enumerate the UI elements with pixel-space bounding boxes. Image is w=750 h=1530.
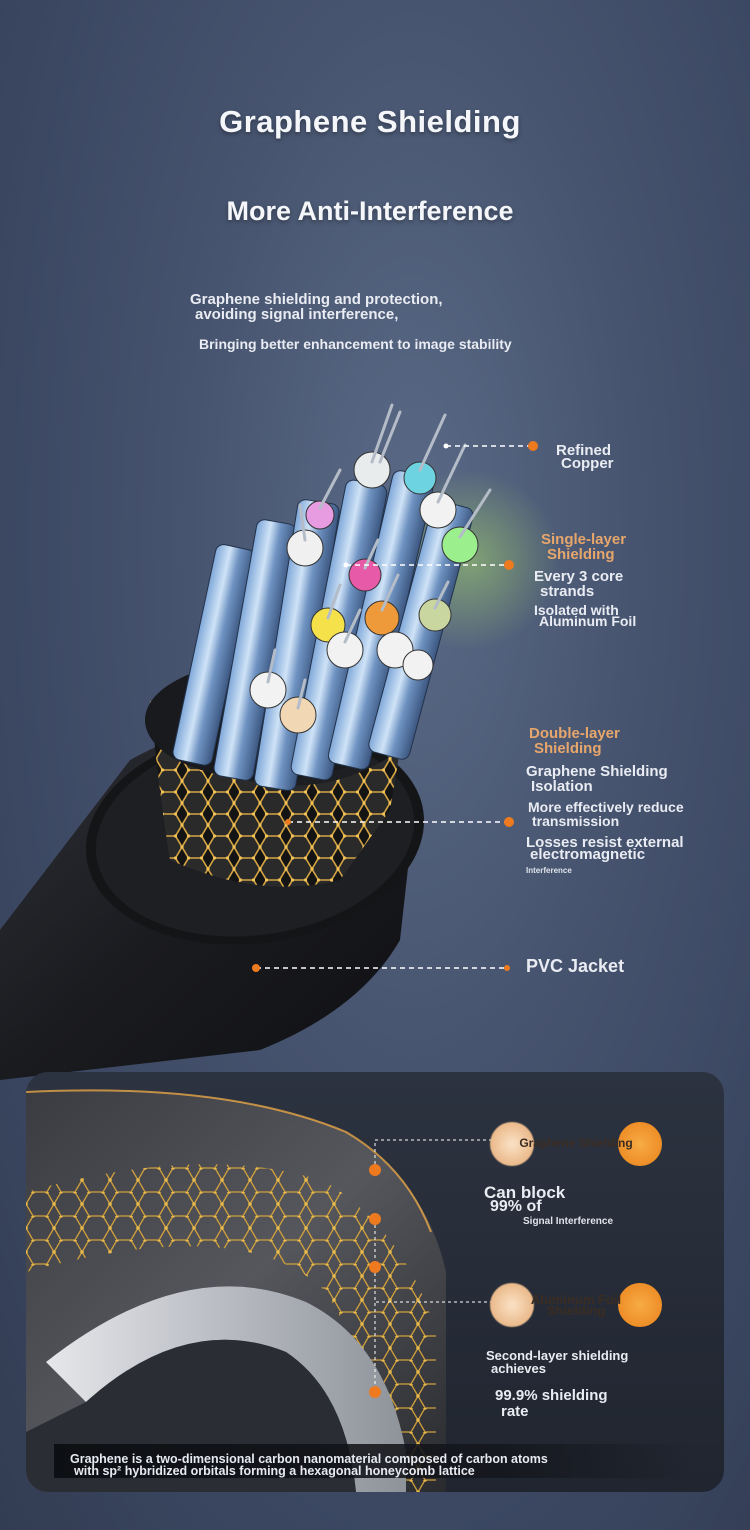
single-layer-desc-2: strands <box>540 583 595 600</box>
double-layer-desc-4: transmission <box>532 813 620 829</box>
second-layer-line-2: achieves <box>491 1361 546 1376</box>
double-layer-desc-2: Isolation <box>531 778 593 795</box>
double-layer-title-1: Double-layer <box>529 725 620 742</box>
double-layer-desc-3: More effectively reduce <box>528 799 684 815</box>
single-layer-title-1: Single-layer <box>541 531 627 548</box>
refined-copper-label-1: Refined <box>556 442 612 459</box>
footer-backdrop <box>54 1444 694 1478</box>
pvc-jacket-label: PVC Jacket <box>526 956 625 976</box>
graphene-shielding-pill-label: Graphene Shielding <box>519 1136 633 1150</box>
double-layer-title-2: Shielding <box>534 740 602 757</box>
shielding-rate-line-1: 99.9% shielding <box>495 1387 608 1404</box>
graphene-detail-panel: Graphene Shielding Can block 99% of Sign… <box>26 1072 724 1492</box>
refined-copper-label-2: Copper <box>561 455 614 472</box>
can-block-line-1: Can block <box>484 1183 566 1202</box>
single-layer-desc-3: Isolated with <box>534 602 619 618</box>
aluminum-foil-pill: Aluminum Foil Shielding <box>490 1283 662 1327</box>
single-layer-title-2: Shielding <box>547 546 615 563</box>
page-title: Graphene Shielding <box>219 104 521 139</box>
double-layer-desc-6: electromagnetic <box>530 846 646 863</box>
cable-cross-section-illustration <box>0 403 560 1080</box>
double-layer-desc-7: Interference <box>526 866 572 875</box>
footer-line-1: Graphene is a two-dimensional carbon nan… <box>70 1452 548 1466</box>
double-layer-desc-5: Losses resist external <box>526 834 684 851</box>
intro-line-3: Bringing better enhancement to image sta… <box>199 336 512 352</box>
shielding-rate-line-2: rate <box>501 1403 529 1420</box>
page-subtitle: More Anti-Interference <box>226 196 514 226</box>
intro-line-2: avoiding signal interference, <box>195 306 399 323</box>
aluminum-foil-pill-label-2: Shielding <box>546 1303 606 1318</box>
aluminum-foil-pill-label-1: Aluminum Foil <box>530 1292 622 1307</box>
single-layer-desc-4: Aluminum Foil <box>539 613 637 629</box>
footer-line-2: with sp² hybridized orbitals forming a h… <box>74 1464 475 1478</box>
second-layer-line-1: Second-layer shielding <box>486 1348 629 1363</box>
double-layer-desc-1: Graphene Shielding <box>526 763 668 780</box>
graphene-shielding-pill: Graphene Shielding <box>490 1122 662 1166</box>
intro-line-1: Graphene shielding and protection, <box>190 291 443 308</box>
can-block-line-3: Signal Interference <box>523 1216 614 1227</box>
single-layer-desc-1: Every 3 core <box>534 568 624 585</box>
can-block-line-2: 99% of <box>490 1198 542 1215</box>
